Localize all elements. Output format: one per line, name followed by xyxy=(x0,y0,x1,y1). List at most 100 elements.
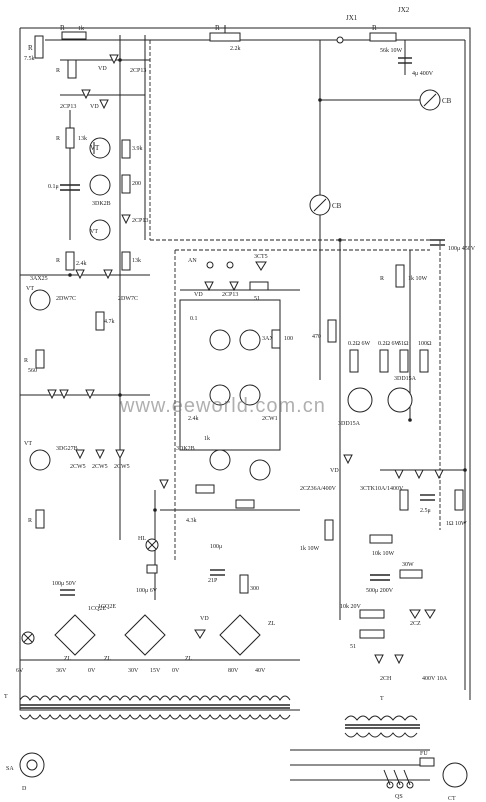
rectifier-bridges: 100μ 50V 1CQ2E ZL ZL 1CQ2E ZL VD ZL 6V 3… xyxy=(16,581,300,674)
svg-text:13k: 13k xyxy=(78,136,87,142)
svg-text:1CQ2E: 1CQ2E xyxy=(98,604,116,610)
svg-text:3AX25: 3AX25 xyxy=(262,336,280,342)
svg-text:3CTK10A/1400V: 3CTK10A/1400V xyxy=(360,486,404,492)
svg-text:1k: 1k xyxy=(78,26,84,32)
meters: CB CB xyxy=(309,40,452,380)
svg-text:3AX25: 3AX25 xyxy=(30,276,48,282)
jx1-label: JX1 xyxy=(346,14,358,22)
svg-text:VD: VD xyxy=(330,468,339,474)
svg-text:HL: HL xyxy=(138,536,146,542)
svg-text:80V: 80V xyxy=(228,668,239,674)
current-transformer-icon xyxy=(442,762,468,788)
svg-text:0V: 0V xyxy=(172,668,180,674)
svg-text:FU: FU xyxy=(420,751,428,757)
svg-text:100μ 50V: 100μ 50V xyxy=(52,581,77,587)
svg-text:R: R xyxy=(56,258,60,264)
svg-text:VD: VD xyxy=(98,66,107,72)
fuse-icon xyxy=(419,757,435,767)
svg-text:1Ω 10W: 1Ω 10W xyxy=(446,521,467,527)
svg-text:2CW5: 2CW5 xyxy=(92,464,108,470)
right-power-stage: 100μ 450V R 1k 10W 470 0.2Ω 6W 0.2Ω 6W 5… xyxy=(300,239,476,682)
svg-text:1k 10W: 1k 10W xyxy=(408,276,428,282)
svg-text:100μ 6V: 100μ 6V xyxy=(136,588,158,594)
svg-text:QS: QS xyxy=(395,794,403,800)
svg-text:R: R xyxy=(56,136,60,142)
svg-text:51Ω: 51Ω xyxy=(398,341,409,347)
svg-text:CT: CT xyxy=(448,796,456,802)
svg-text:ZL: ZL xyxy=(185,656,193,662)
svg-text:T: T xyxy=(380,696,384,702)
svg-text:R: R xyxy=(28,518,32,524)
svg-text:2CZ36A/400V: 2CZ36A/400V xyxy=(300,486,337,492)
svg-text:3DG27B: 3DG27B xyxy=(56,446,78,452)
svg-text:D: D xyxy=(22,786,27,792)
svg-text:VT: VT xyxy=(90,229,98,235)
svg-text:VD: VD xyxy=(90,104,99,110)
r-top-left-label: R xyxy=(28,44,33,52)
svg-text:3.9k: 3.9k xyxy=(132,146,143,152)
svg-text:30V: 30V xyxy=(128,668,139,674)
svg-text:3DD15A: 3DD15A xyxy=(338,421,361,427)
svg-text:2CP13: 2CP13 xyxy=(130,68,146,74)
svg-text:3DD15A: 3DD15A xyxy=(394,376,417,382)
center-control-block: AN 3CT5 VD 2CP13 51 3AX25 0.1 100 2.4k 1… xyxy=(136,254,300,600)
svg-text:3DK2B: 3DK2B xyxy=(92,201,111,207)
svg-text:0.1: 0.1 xyxy=(190,316,198,322)
svg-text:2.4k: 2.4k xyxy=(188,416,199,422)
svg-text:VD: VD xyxy=(194,292,203,298)
svg-text:500μ 200V: 500μ 200V xyxy=(366,588,394,594)
svg-text:100μ 450V: 100μ 450V xyxy=(448,246,476,252)
svg-text:0.1μ: 0.1μ xyxy=(48,184,59,190)
svg-text:0.2Ω 6W: 0.2Ω 6W xyxy=(348,341,370,347)
svg-text:2.4k: 2.4k xyxy=(76,261,87,267)
svg-text:15V: 15V xyxy=(150,668,161,674)
svg-text:CB: CB xyxy=(442,97,452,105)
svg-text:4μ 400V: 4μ 400V xyxy=(412,71,434,77)
svg-text:VT: VT xyxy=(90,144,100,152)
svg-text:2CW5: 2CW5 xyxy=(114,464,130,470)
svg-text:2CH: 2CH xyxy=(380,676,392,682)
svg-text:6V: 6V xyxy=(16,668,24,674)
svg-text:10k 10W: 10k 10W xyxy=(372,551,395,557)
svg-text:R: R xyxy=(56,68,60,74)
svg-text:VT: VT xyxy=(26,286,34,292)
svg-text:2CW1: 2CW1 xyxy=(262,416,278,422)
transformer: T T xyxy=(4,694,420,738)
junction-dots xyxy=(68,58,467,512)
svg-text:560: 560 xyxy=(28,368,37,374)
svg-text:36V: 36V xyxy=(56,668,67,674)
svg-text:ZL: ZL xyxy=(268,621,276,627)
svg-text:R: R xyxy=(60,24,65,32)
svg-text:R: R xyxy=(380,276,384,282)
svg-text:ZL: ZL xyxy=(64,656,72,662)
svg-text:4.7k: 4.7k xyxy=(104,319,115,325)
svg-text:1k 10W: 1k 10W xyxy=(300,546,320,552)
svg-text:2DW7C: 2DW7C xyxy=(56,296,76,302)
svg-text:1CQ2E: 1CQ2E xyxy=(88,606,106,612)
watermark-text: www.eeworld.com.cn xyxy=(119,395,326,417)
svg-text:300: 300 xyxy=(250,586,259,592)
svg-text:56k 10W: 56k 10W xyxy=(380,48,403,54)
svg-text:T: T xyxy=(4,694,8,700)
svg-text:40V: 40V xyxy=(255,668,266,674)
svg-text:100μ: 100μ xyxy=(210,544,222,550)
svg-text:400V 10A: 400V 10A xyxy=(422,676,448,682)
main-rails xyxy=(19,27,471,711)
upper-control-stage: R VD 2CP13 2CP13 VD R 13k VT 3.9k 0.1μ 3… xyxy=(20,54,150,302)
svg-text:30W: 30W xyxy=(402,562,414,568)
svg-text:SA: SA xyxy=(6,766,14,772)
svg-text:51: 51 xyxy=(350,644,356,650)
svg-text:2CW5: 2CW5 xyxy=(70,464,86,470)
svg-text:R: R xyxy=(372,24,377,32)
svg-text:100Ω: 100Ω xyxy=(418,341,432,347)
svg-text:2.2k: 2.2k xyxy=(230,46,241,52)
svg-text:2CZ: 2CZ xyxy=(410,621,421,627)
svg-text:2CP13: 2CP13 xyxy=(222,292,238,298)
svg-text:AN: AN xyxy=(188,258,197,264)
svg-text:VT: VT xyxy=(24,441,32,447)
svg-text:21P: 21P xyxy=(208,578,218,584)
svg-text:7.5k: 7.5k xyxy=(24,56,35,62)
left-transistors: VT 3AX25 R 560 4.7k VT 3DG27B 2CW5 2CW5 … xyxy=(20,276,150,529)
svg-text:0.2Ω 6W: 0.2Ω 6W xyxy=(378,341,400,347)
svg-text:200: 200 xyxy=(132,181,141,187)
